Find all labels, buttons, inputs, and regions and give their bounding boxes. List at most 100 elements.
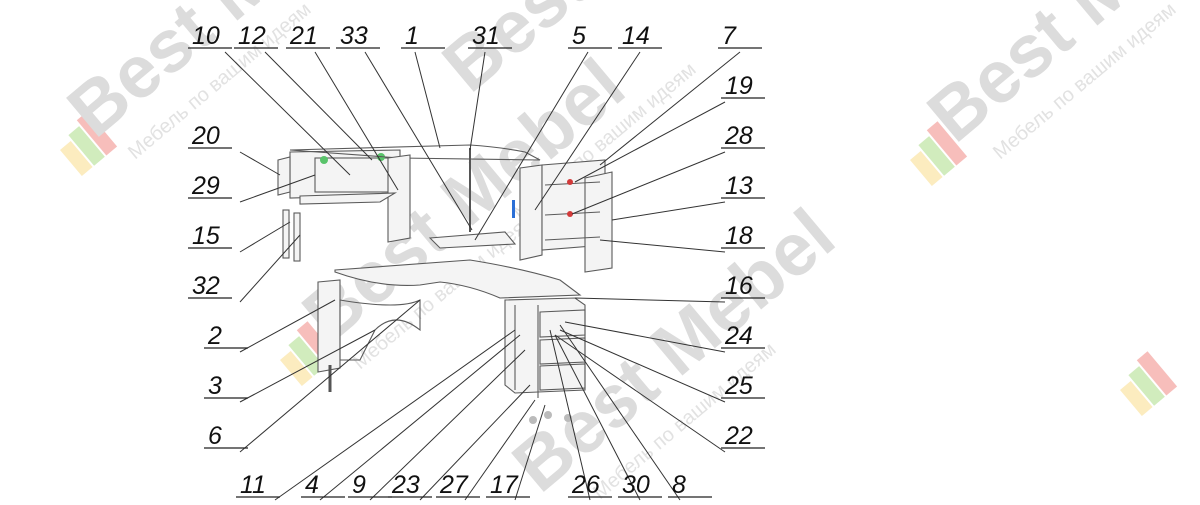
callout-number: 5: [572, 22, 586, 50]
callout-number: 21: [289, 22, 318, 50]
leader-25: [559, 329, 726, 403]
watermark-logo: [60, 111, 118, 177]
drawer-1: [539, 309, 586, 338]
callout-5: 5: [568, 22, 612, 50]
callout-number: 33: [340, 22, 368, 50]
leader-29: [239, 174, 316, 203]
callout-number: 29: [191, 172, 220, 200]
post-32a: [282, 209, 290, 259]
callout-number: 3: [208, 372, 222, 400]
callout-number: 2: [207, 322, 222, 350]
blue-fitting: [512, 200, 515, 218]
callout-19: 19: [721, 72, 765, 100]
leader-22: [554, 334, 726, 453]
callout-20: 20: [188, 122, 232, 150]
leader-2: [239, 299, 336, 353]
callout-number: 9: [352, 471, 366, 499]
desk-modesty: [339, 299, 421, 361]
callout-3: 3: [204, 372, 248, 400]
callout-number: 8: [672, 471, 686, 499]
callout-31: 31: [468, 22, 512, 50]
callout-9: 9: [348, 471, 392, 499]
callout-number: 1: [405, 22, 419, 50]
callout-number: 23: [391, 471, 420, 499]
callout-number: 27: [439, 471, 469, 499]
callout-number: 17: [490, 471, 519, 499]
leader-7: [599, 51, 741, 166]
callout-number: 25: [724, 372, 753, 400]
callout-number: 6: [208, 422, 222, 450]
watermark-layer: Best Mebel Мебель по вашим идеям Best Me…: [52, 0, 1200, 505]
leader-18: [599, 239, 726, 253]
callout-number: 15: [192, 222, 220, 250]
leader-6: [239, 299, 421, 453]
callout-number: 32: [192, 272, 220, 300]
shelf-15: [299, 192, 398, 205]
callout-number: 24: [724, 322, 753, 350]
leader-10: [224, 51, 351, 176]
callout-number: 18: [725, 222, 753, 250]
callout-number: 22: [724, 422, 753, 450]
leader-14: [534, 51, 641, 211]
red-fitting: [567, 179, 573, 185]
leader-1: [414, 51, 441, 149]
callout-26: 26: [568, 471, 612, 499]
callout-number: 26: [571, 471, 600, 499]
callout-33: 33: [336, 22, 380, 50]
callout-23: 23: [388, 471, 432, 499]
callout-number: 4: [305, 471, 319, 499]
leader-19: [574, 101, 726, 183]
leader-26: [549, 329, 591, 501]
leader-9: [369, 349, 526, 501]
leader-21: [314, 51, 399, 191]
callout-number: 16: [725, 272, 753, 300]
callout-15: 15: [188, 222, 232, 250]
callout-22: 22: [721, 422, 765, 450]
callout-21: 21: [286, 22, 330, 50]
callout-number: 7: [722, 22, 737, 50]
caster: [529, 416, 537, 424]
shelf-5: [428, 231, 517, 249]
callout-7: 7: [718, 22, 762, 50]
leader-8: [559, 324, 681, 501]
callout-27: 27: [436, 471, 480, 499]
callout-17: 17: [486, 471, 530, 499]
callout-32: 32: [188, 272, 232, 300]
top-shelf: [289, 144, 541, 161]
callout-8: 8: [668, 471, 712, 499]
side-panel-20: [277, 156, 291, 196]
leader-11: [274, 329, 516, 501]
leader-16: [574, 297, 726, 303]
callout-number: 13: [725, 172, 753, 200]
leader-13: [611, 201, 726, 221]
watermark-logo: [1120, 351, 1178, 417]
callout-number: 10: [192, 22, 220, 50]
callout-28: 28: [721, 122, 765, 150]
leader-23: [419, 384, 531, 501]
callout-25: 25: [721, 372, 765, 400]
callout-29: 29: [188, 172, 232, 200]
callout-number: 20: [191, 122, 220, 150]
callout-24: 24: [721, 322, 765, 350]
cabinet-shelf: [544, 236, 601, 241]
cabinet-side-left: [519, 164, 543, 261]
caster: [544, 411, 552, 419]
upright-panel: [387, 154, 411, 243]
leader-15: [239, 221, 291, 253]
leader-32: [239, 234, 301, 303]
callout-number: 30: [622, 471, 650, 499]
callout-number: 14: [622, 22, 650, 50]
callout-4: 4: [301, 471, 345, 499]
callout-number: 19: [725, 72, 753, 100]
callout-30: 30: [618, 471, 662, 499]
cabinet-side-right: [584, 171, 613, 273]
callout-6: 6: [204, 422, 248, 450]
watermark-logo: [910, 121, 968, 187]
leader-30: [554, 334, 641, 501]
callout-1: 1: [401, 22, 445, 50]
leader-17: [514, 404, 546, 501]
post-32b: [293, 212, 301, 262]
leader-20: [239, 151, 281, 176]
